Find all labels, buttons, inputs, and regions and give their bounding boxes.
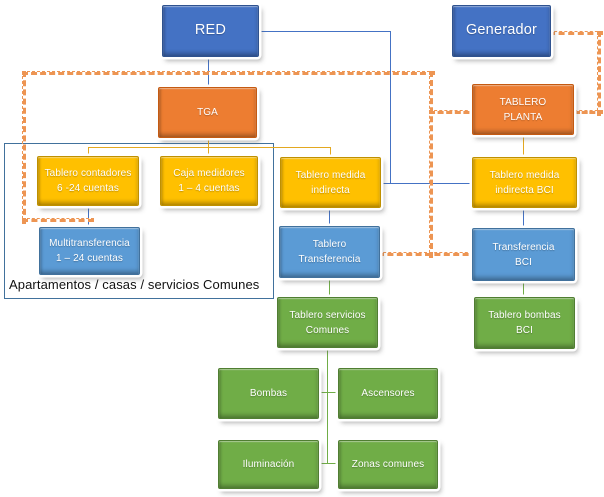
node-label: 1 – 4 cuentas [178,183,240,194]
node-label: Tablero servicios [289,309,366,321]
node-multitransferencia: Multitransferencia 1 – 24 cuentas [39,227,140,275]
node-label: Tablero [312,239,347,250]
node-tablero-transferencia: Tablero Transferencia [279,226,380,278]
node-tablero-servicios-comunes: Tablero servicios Comunes [277,297,378,348]
node-tablero-medida-indirecta: Tablero medida indirecta [280,157,381,208]
apartamentos-group-box [4,143,274,299]
connector-red-right [257,31,390,32]
connector-iluminacion-zonas [317,463,338,464]
node-label: Caja medidores [173,168,245,179]
node-label: BCI [516,325,533,336]
connector-transferencia-servicios [329,276,330,298]
dashed-into-planta-right [574,110,603,114]
node-label: Ascensores [361,388,415,399]
dashed-mid-vertical [429,71,433,258]
node-tablero-planta: TABLERO PLANTA [472,84,574,135]
node-label: BCI [515,256,532,268]
node-label: TABLERO [499,96,547,108]
connector-servicios-trunk [327,346,328,464]
node-label: Transferencia [492,241,555,253]
node-label: Iluminación [242,459,295,470]
node-label: indirecta BCI [495,184,554,196]
connector-medida-transferencia [329,206,330,227]
dashed-left-vertical [22,71,26,224]
connector-bombas-ascensores [317,392,338,393]
connector-medidabci-transferenciabci [523,207,524,228]
dashed-generador-right [549,31,603,35]
node-label: Transferencia [298,254,361,265]
node-label: TGA [197,107,218,118]
node-tga: TGA [158,87,257,138]
node-label: Multitransferencia [49,238,130,249]
node-transferencia-bci: Transferencia BCI [472,228,575,281]
dashed-top-horizontal [22,71,435,75]
node-iluminacion: Iluminación [218,440,319,489]
node-label: 1 – 24 cuentas [55,253,123,264]
node-label: Tablero medida [489,169,560,181]
node-zonas-comunes: Zonas comunes [338,440,438,489]
node-label: Generador [465,22,538,39]
node-label: Tablero medida [295,169,366,181]
node-red: RED [162,5,259,57]
dashed-planta-left [429,110,478,114]
apartamentos-group-label: Apartamentos / casas / servicios Comunes [9,277,260,292]
node-label: Tablero bombas [488,310,561,321]
node-label: Zonas comunes [351,459,425,470]
node-bombas: Bombas [218,368,319,419]
dashed-generador-down [597,31,601,116]
node-label: Tablero contadores [44,168,132,179]
dashed-to-multitransferencia [22,218,94,222]
connector-contadores-multitransferencia [88,204,89,227]
node-tablero-medida-indirecta-bci: Tablero medida indirecta BCI [472,157,577,208]
node-tablero-contadores: Tablero contadores 6 -24 cuentas [37,156,139,206]
connector-tga-stub [208,136,209,147]
connector-tga-medida [330,147,331,157]
node-label: Bombas [249,388,288,399]
connector-red-medida-indirecta [379,183,472,184]
node-caja-medidores: Caja medidores 1 – 4 cuentas [160,156,258,206]
connector-tga-branch [88,147,330,148]
connector-transferenciabci-bombasbci [523,280,524,297]
node-label: PLANTA [503,111,543,123]
node-label: 6 -24 cuentas [57,183,119,194]
node-tablero-bombas-bci: Tablero bombas BCI [474,297,575,349]
connector-red-down [390,31,391,183]
node-label: RED [194,22,227,39]
node-generador: Generador [452,5,551,57]
connector-planta-medidabci [523,133,524,157]
node-ascensores: Ascensores [338,368,438,419]
node-label: Comunes [305,324,350,336]
connector-tga-caja [208,147,209,156]
connector-tga-contadores [88,147,89,156]
dashed-transferencia-link [378,252,478,256]
node-label: indirecta [311,184,350,196]
